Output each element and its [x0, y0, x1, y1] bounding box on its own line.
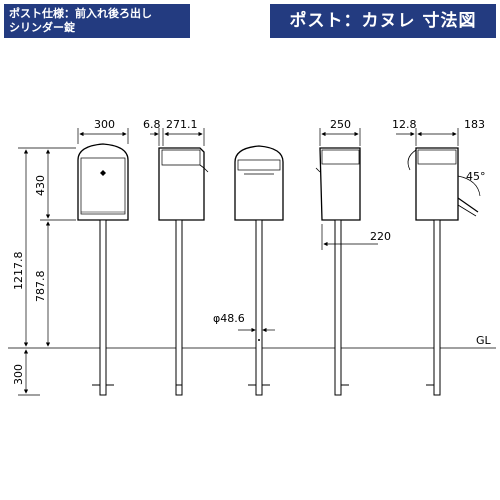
keyhole-icon: [100, 170, 106, 176]
front-view: [77, 143, 129, 396]
ground-label: GL: [476, 334, 492, 347]
dim-buried-depth: 300: [12, 364, 25, 385]
spec-line-2: シリンダー錠: [9, 21, 75, 34]
dim-width: 300: [94, 118, 115, 131]
page-title: ポスト：カヌレ 寸法図: [270, 4, 496, 38]
side-view-flap: [407, 147, 479, 396]
hinge-arc: [457, 175, 481, 197]
pipe-center-dot: [258, 339, 260, 341]
dim-total-height: 1217.8: [12, 252, 25, 291]
side-view-2: [315, 147, 361, 396]
dim-body-height: 430: [34, 175, 47, 196]
dim-depth-main: 271.1: [166, 118, 198, 131]
dim-angle: 45°: [466, 170, 486, 183]
spec-line-1: ポスト仕様：前入れ後ろ出し: [9, 7, 152, 20]
dim-post-height: 787.8: [34, 271, 47, 303]
left-dimensions: [18, 147, 76, 396]
dim-pipe-diameter: φ48.6: [213, 312, 245, 325]
dim-flap-lines: [396, 128, 459, 146]
dim-side-width-lines: [319, 128, 378, 250]
side-view: [158, 147, 209, 396]
back-view: [234, 145, 284, 396]
spec-banner: ポスト仕様：前入れ後ろ出し シリンダー錠: [4, 4, 190, 38]
dim-offset-top: 12.8: [392, 118, 417, 131]
dim-depth-lines: [150, 128, 205, 146]
dim-side-width: 250: [330, 118, 351, 131]
dim-post-offset: 220: [370, 230, 391, 243]
dim-width-lines: [77, 128, 129, 144]
dim-side-depth: 183: [464, 118, 485, 131]
dim-depth-front: 6.8: [143, 118, 161, 131]
